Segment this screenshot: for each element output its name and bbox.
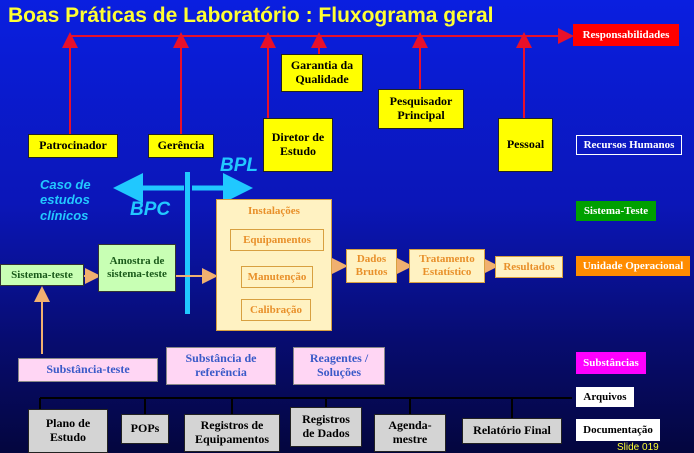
manutencao-box: Manutenção [241, 266, 313, 288]
doc-relatorio-final: Relatório Final [462, 418, 562, 444]
equipamentos-box: Equipamentos [230, 229, 324, 251]
category-documentacao: Documentação [576, 419, 660, 441]
category-unidade-operacional: Unidade Operacional [576, 256, 690, 276]
doc-plano-de-estudo: Plano de Estudo [28, 409, 108, 453]
slide-number: Slide 019 [617, 442, 659, 453]
bpc-bpl-divider [185, 172, 190, 314]
caso-estudos-clinicos-label: Caso de estudos clínicos [40, 177, 91, 223]
category-arquivos: Arquivos [576, 387, 634, 407]
resultados-box: Resultados [495, 256, 563, 278]
category-substancias: Substâncias [576, 352, 646, 374]
instalacoes-title: Instalações [248, 204, 300, 217]
doc-registros-de-equipamentos: Registros de Equipamentos [184, 414, 280, 452]
sistema-teste-box: Sistema-teste [0, 264, 84, 286]
reagentes-solucoes-box: Reagentes / Soluções [293, 347, 385, 385]
bpc-label: BPC [130, 199, 171, 220]
category-responsabilidades: Responsabilidades [573, 24, 679, 46]
amostra-de-sistema-teste-box: Amostra de sistema-teste [98, 244, 176, 292]
tratamento-estatistico-box: Tratamento Estatístico [409, 249, 485, 283]
calibracao-box: Calibração [241, 299, 311, 321]
instalacoes-container: Instalações Equipamentos Manutenção Cali… [216, 199, 332, 331]
role-garantia-da-qualidade: Garantia da Qualidade [281, 54, 363, 92]
doc-agenda-mestre: Agenda-mestre [374, 414, 446, 452]
category-sistema-teste: Sistema-Teste [576, 201, 656, 221]
substancia-teste-box: Substância-teste [18, 358, 158, 382]
page-title: Boas Práticas de Laboratório : Fluxogram… [8, 4, 494, 27]
role-pesquisador-principal: Pesquisador Principal [378, 89, 464, 129]
doc-pops: POPs [121, 414, 169, 444]
category-recursos-humanos: Recursos Humanos [576, 135, 682, 155]
role-pessoal: Pessoal [498, 118, 553, 172]
doc-registros-de-dados: Registros de Dados [290, 407, 362, 447]
role-patrocinador: Patrocinador [28, 134, 118, 158]
substancia-de-referencia-box: Substância de referência [166, 347, 276, 385]
role-gerencia: Gerência [148, 134, 214, 158]
bpl-label: BPL [220, 155, 258, 176]
dados-brutos-box: Dados Brutos [346, 249, 397, 283]
role-diretor-de-estudo: Diretor de Estudo [263, 118, 333, 172]
